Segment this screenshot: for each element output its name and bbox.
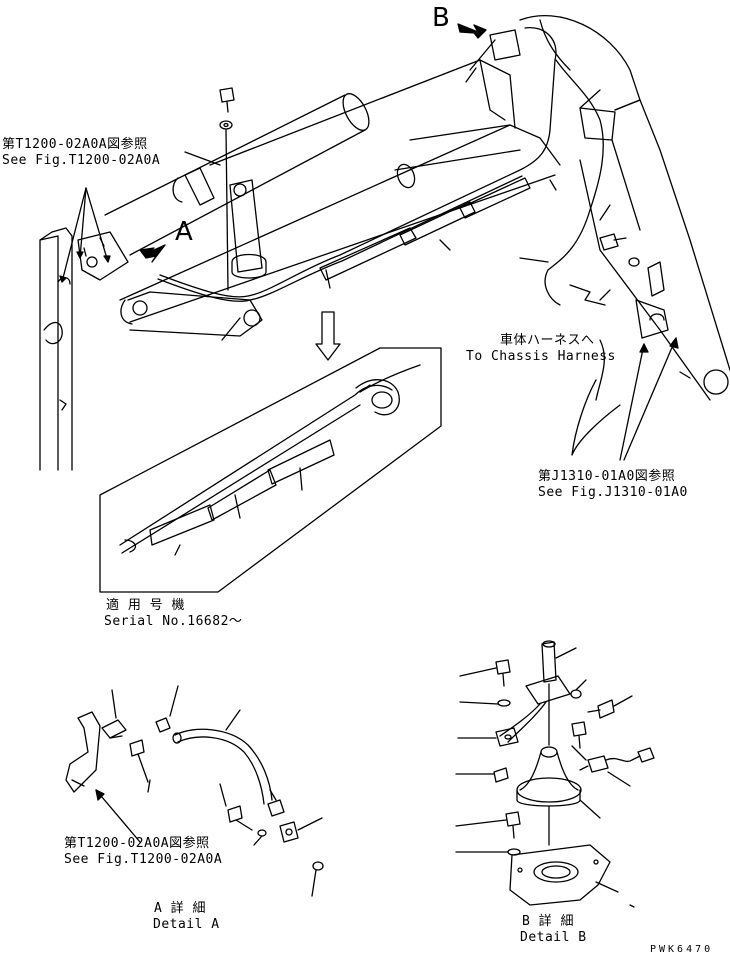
inset-arrow	[315, 311, 341, 361]
ref-bottom-en: See Fig.T1200-02A0A	[64, 852, 223, 867]
harness-break	[569, 284, 606, 306]
ref-top-left-jp: 第T1200-02A0A図参照	[2, 137, 148, 152]
serial-inset	[99, 347, 442, 593]
main-assembly	[39, 15, 730, 471]
part-leaders-main	[184, 151, 691, 379]
serial-number: Serial No.16682～	[104, 614, 243, 629]
detail-b-title-en: Detail B	[520, 930, 587, 945]
view-arrow-b	[457, 23, 487, 39]
view-b-marker: B	[432, 3, 451, 33]
left-post	[39, 227, 73, 471]
ref-top-left-en: See Fig.T1200-02A0A	[2, 153, 161, 168]
chassis-wire	[595, 339, 605, 401]
pivot-bracket	[127, 179, 267, 337]
boom-arm	[119, 59, 561, 325]
ref-bottom-jp: 第T1200-02A0A図参照	[64, 836, 210, 851]
wire-harness	[157, 27, 604, 306]
chassis-harness-jp: 車体ハーネスへ	[500, 333, 595, 348]
bolt-washer-top	[219, 87, 235, 291]
ref-right-en: See Fig.J1310-01A0	[538, 485, 688, 500]
drawing-code: PWK6470	[650, 944, 714, 955]
harness-covers	[319, 177, 531, 289]
detail-b	[455, 640, 655, 908]
view-arrow-a	[139, 244, 166, 263]
detail-b-title-jp: B 詳 細	[522, 914, 574, 929]
serial-label-jp: 適 用 号 機	[106, 598, 185, 613]
clamp-left	[77, 231, 129, 281]
clamp-right	[599, 233, 669, 339]
leaders-right	[619, 337, 679, 461]
detail-a	[65, 685, 324, 897]
ref-right-jp: 第J1310-01A0図参照	[538, 469, 676, 484]
inset-frame	[99, 347, 442, 593]
view-a-marker: A	[175, 217, 194, 247]
boom-cylinder	[104, 93, 370, 256]
chassis-harness-en: To Chassis Harness	[466, 349, 616, 364]
right-frame-curve	[571, 379, 621, 456]
leaders-top-left	[59, 187, 111, 283]
detail-a-title-jp: A 詳 細	[154, 901, 206, 916]
boom-head	[519, 15, 730, 401]
detail-a-title-en: Detail A	[153, 917, 220, 932]
